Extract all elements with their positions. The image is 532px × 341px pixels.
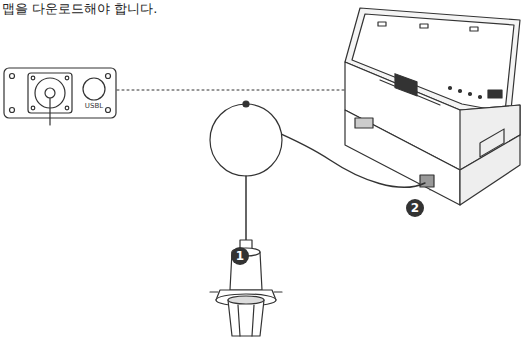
callout-number: 2 (406, 199, 424, 217)
instruction-note: 맵을 다운로드해야 합니다. (2, 0, 157, 18)
port-label: USBL (85, 102, 103, 110)
callout-number: 1 (231, 247, 249, 265)
